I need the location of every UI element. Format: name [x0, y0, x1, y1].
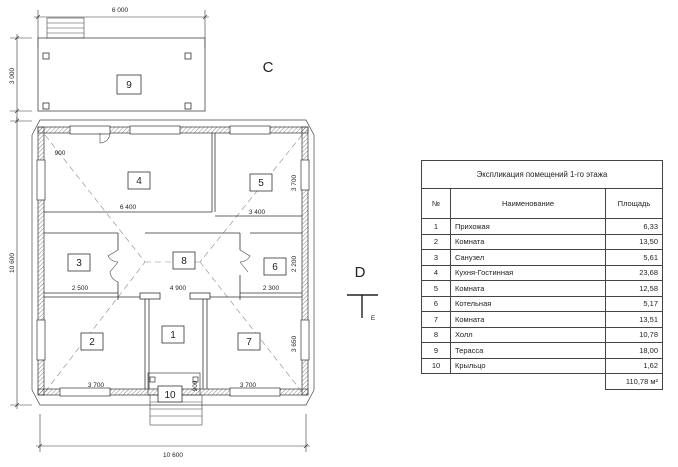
dim-room6-depth: 2 200: [291, 255, 298, 272]
row-area: 13,51: [605, 311, 663, 328]
row-area: 5,61: [605, 249, 663, 266]
table-row: 10 Крыльцо 1,62: [421, 357, 663, 374]
row-area: 5,17: [605, 295, 663, 312]
dim-room7-width: 3 700: [240, 382, 257, 389]
row-number: 1: [421, 218, 451, 235]
section-label-c: C: [263, 59, 274, 76]
room-number-4: 4: [136, 176, 142, 187]
dim-room5-depth: 3 700: [291, 174, 298, 191]
section-label-e: E: [371, 315, 376, 322]
table-row: 8 Холл 10,78: [421, 326, 663, 343]
room-number-10: 10: [164, 390, 176, 401]
dim-door-top: 900: [55, 150, 66, 157]
row-number: 2: [421, 233, 451, 250]
table-row: 5 Комната 12,58: [421, 280, 663, 297]
table-row: 9 Терасса 18,00: [421, 342, 663, 359]
row-name: Кухня-Гостинная: [450, 264, 606, 281]
row-area: 1,62: [605, 357, 663, 374]
row-area: 6,33: [605, 218, 663, 235]
row-name: Комната: [450, 233, 606, 250]
section-label-d: D: [355, 264, 366, 281]
roof-outline: [31, 119, 315, 406]
dim-room4-width: 6 400: [120, 204, 137, 211]
terrace-dimension-lines: [10, 10, 310, 452]
room-number-6: 6: [272, 262, 278, 273]
row-name: Санузел: [450, 249, 606, 266]
row-name: Крыльцо: [450, 357, 606, 374]
room-number-boxes: [67, 171, 287, 351]
row-number: 4: [421, 264, 451, 281]
dim-room5-width: 3 400: [249, 209, 266, 216]
header-number: №: [421, 188, 451, 219]
row-name: Терасса: [450, 342, 606, 359]
dim-overall-width: 10 600: [163, 452, 183, 459]
floor-plan: 1 2 3 4 5 6 7 8 9 10 6 000 3 000 10 600 …: [9, 7, 378, 459]
row-area: 13,50: [605, 233, 663, 250]
dim-room2-width: 3 700: [88, 382, 105, 389]
row-area: 10,78: [605, 326, 663, 343]
room-number-7: 7: [246, 337, 252, 348]
header-name: Наименование: [450, 188, 606, 219]
room-number-9: 9: [126, 80, 132, 91]
row-number: 6: [421, 295, 451, 312]
table-row: 2 Комната 13,50: [421, 233, 663, 250]
table-row: 3 Санузел 5,61: [421, 249, 663, 266]
room-schedule-table: Экспликация помещений 1-го этажа № Наиме…: [421, 160, 663, 390]
table-row: 7 Комната 13,51: [421, 311, 663, 328]
row-number: 10: [421, 357, 451, 374]
row-number: 7: [421, 311, 451, 328]
row-name: Прихожая: [450, 218, 606, 235]
row-number: 9: [421, 342, 451, 359]
row-number: 3: [421, 249, 451, 266]
row-name: Комната: [450, 311, 606, 328]
row-area: 12,58: [605, 280, 663, 297]
row-name: Котельная: [450, 295, 606, 312]
dim-room7-depth: 3 650: [291, 335, 298, 352]
dim-room3-width: 2 500: [72, 285, 89, 292]
table-row: 6 Котельная 5,17: [421, 295, 663, 312]
door-swings: [99, 132, 251, 283]
dimension-labels: 6 000 3 000 10 600 10 600 900 900 6 400 …: [9, 7, 298, 459]
row-number: 5: [421, 280, 451, 297]
dim-hall-width: 4 900: [170, 285, 187, 292]
dim-terrace-depth: 3 000: [9, 67, 16, 84]
table-row: 1 Прихожая 6,33: [421, 218, 663, 235]
total-area: 110,78 м²: [605, 373, 663, 390]
dim-overall-height: 10 600: [9, 253, 16, 273]
dim-room6-width: 2 300: [263, 285, 280, 292]
row-area: 23,68: [605, 264, 663, 281]
room-number-5: 5: [258, 178, 264, 189]
room-number-2: 2: [89, 337, 95, 348]
section-marker-c: C: [263, 59, 274, 76]
room-number-1: 1: [170, 330, 176, 341]
row-number: 8: [421, 326, 451, 343]
header-area: Площадь: [605, 188, 663, 219]
row-name: Холл: [450, 326, 606, 343]
room-number-8: 8: [181, 256, 187, 267]
row-name: Комната: [450, 280, 606, 297]
terrace: [37, 17, 206, 112]
room-number-3: 3: [76, 258, 82, 269]
interior-walls: [44, 133, 302, 389]
table-total-row: 110,78 м²: [422, 373, 663, 390]
room-numbers: 1 2 3 4 5 6 7 8 9 10: [76, 80, 278, 401]
row-area: 18,00: [605, 342, 663, 359]
table-title: Экспликация помещений 1-го этажа: [421, 160, 663, 189]
dim-door-bottom: 900: [192, 380, 199, 391]
dim-terrace-width: 6 000: [112, 7, 129, 14]
table-row: 4 Кухня-Гостинная 23,68: [421, 264, 663, 281]
porch: [147, 372, 203, 426]
section-marker-d: D E: [347, 264, 378, 322]
